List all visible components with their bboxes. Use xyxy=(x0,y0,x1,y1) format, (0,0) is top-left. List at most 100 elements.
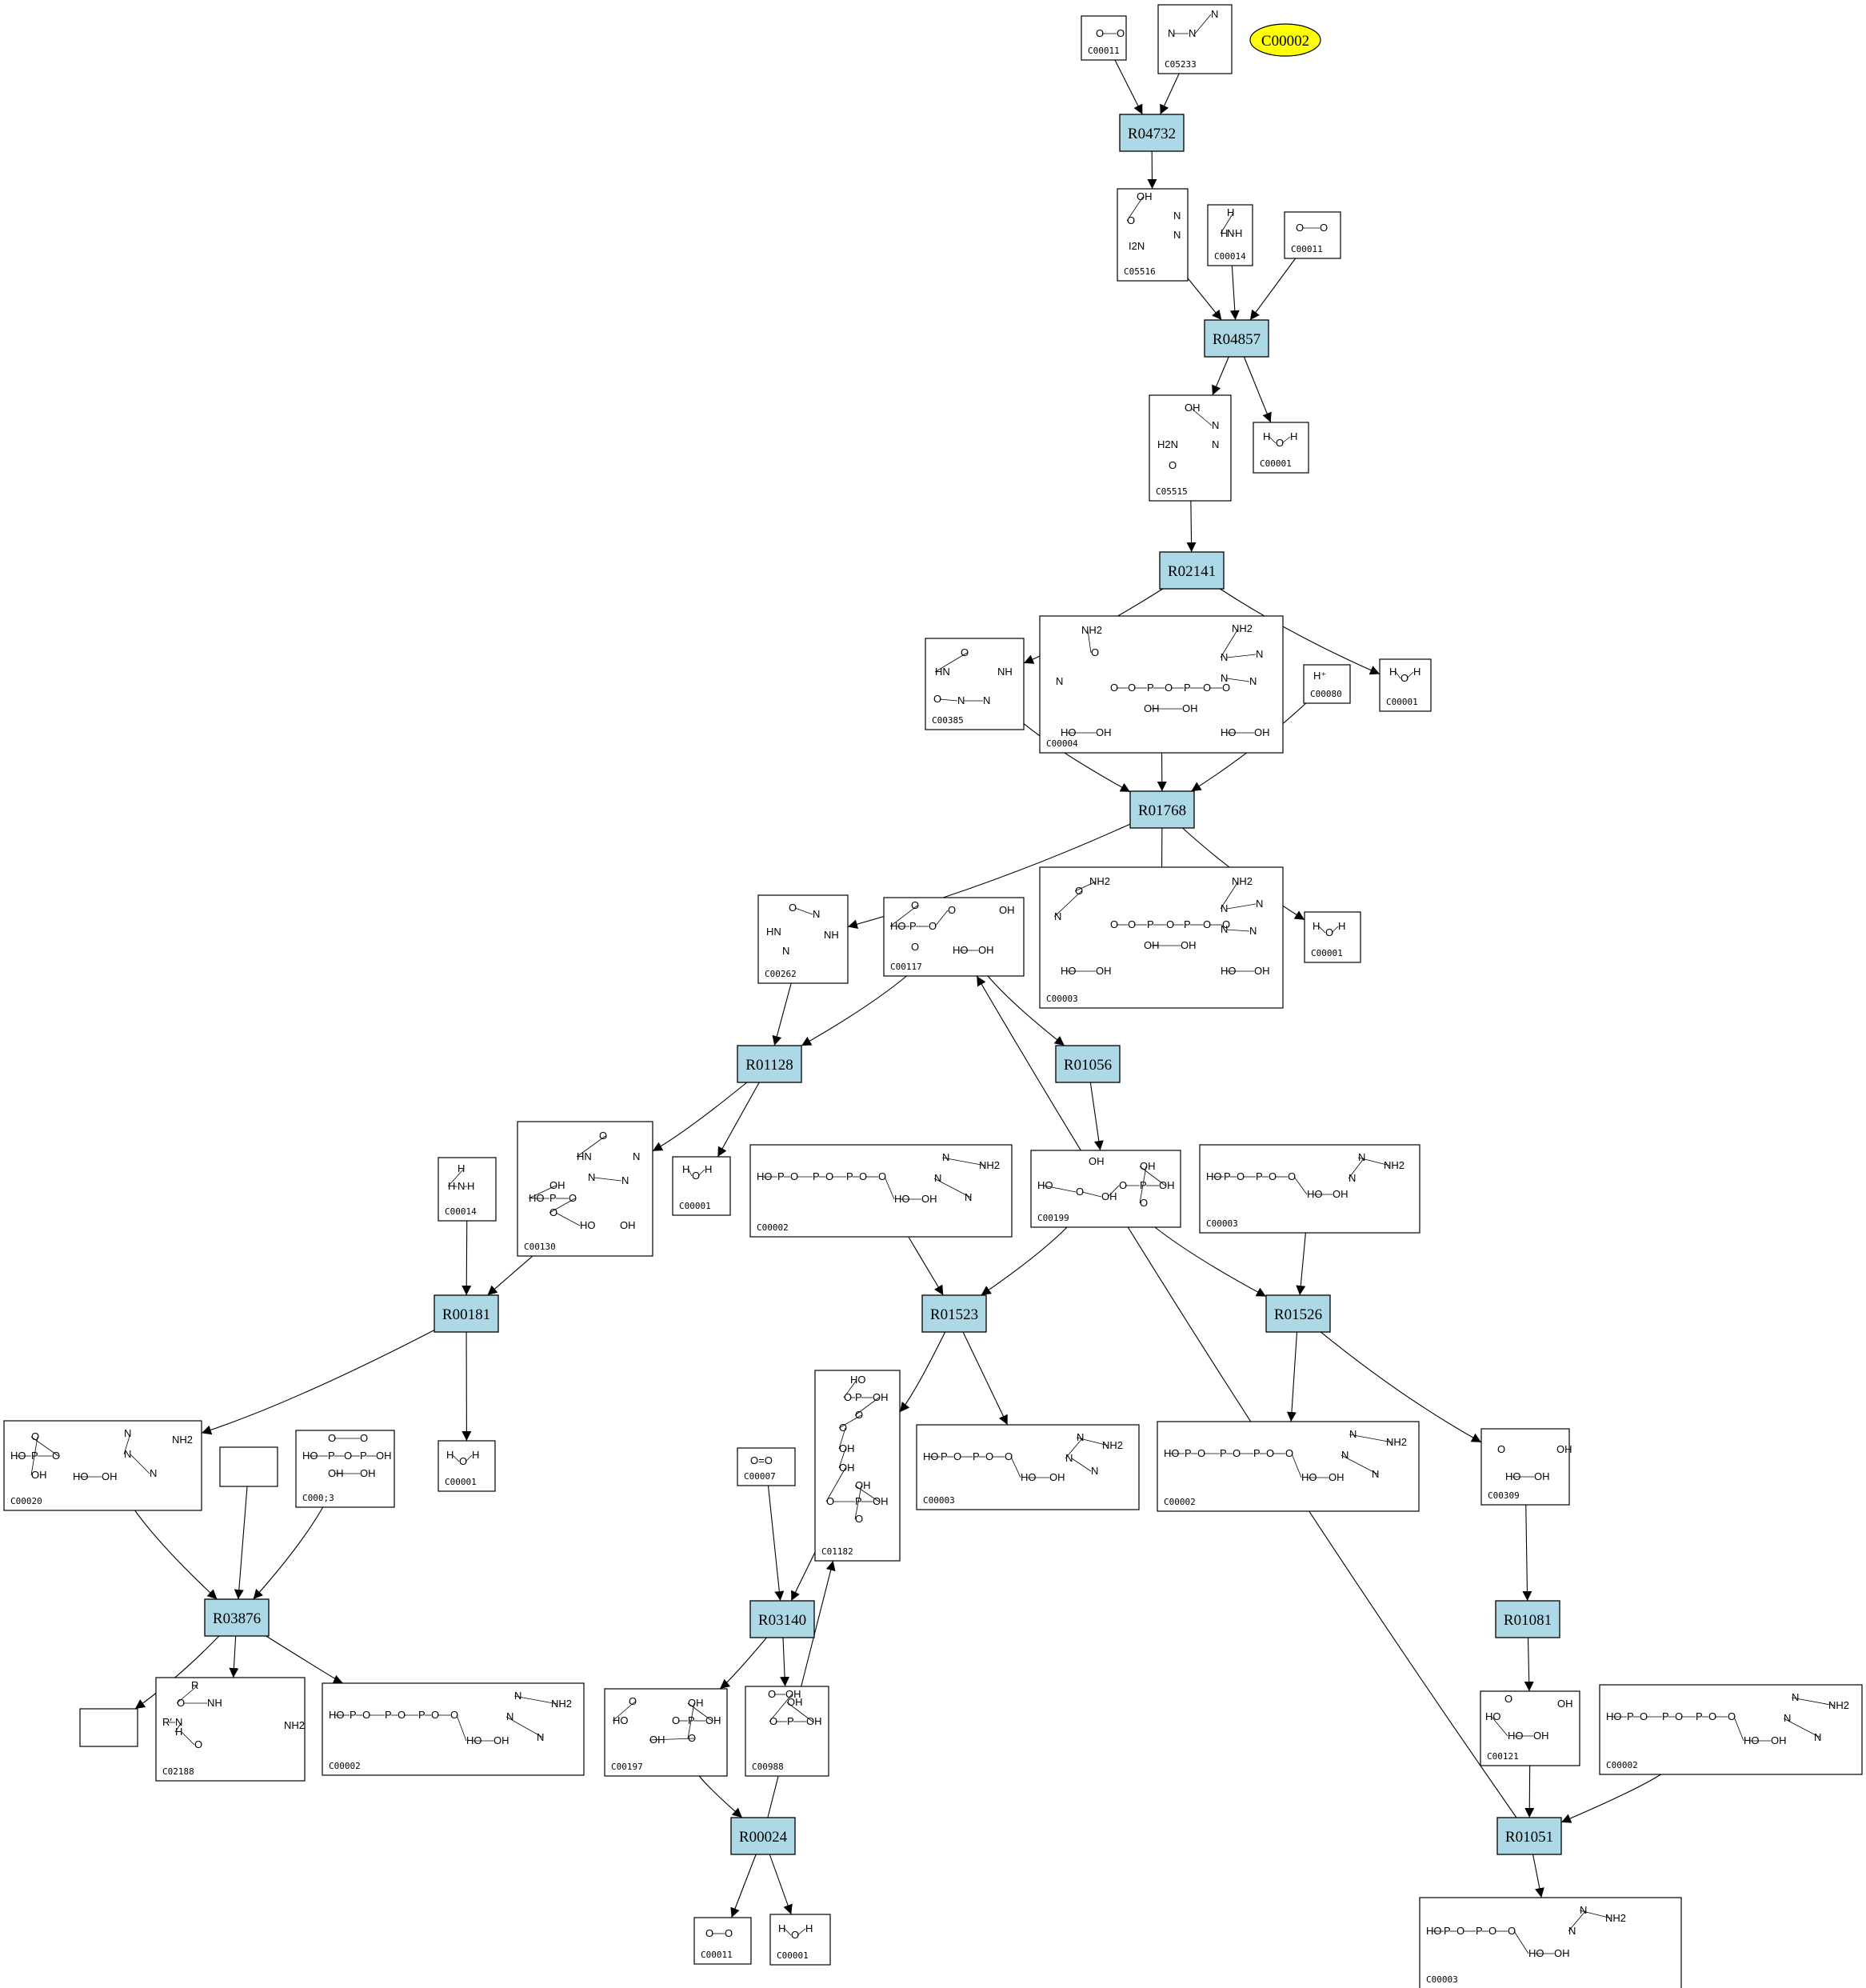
compound-node-c33[interactable] xyxy=(79,1708,138,1747)
reaction-node-r01081[interactable]: R01081 xyxy=(1495,1600,1560,1638)
atom-label: NH2 xyxy=(284,1719,305,1731)
edge-r01523-to-c26 xyxy=(899,1331,946,1413)
reaction-node-r00181[interactable]: R00181 xyxy=(434,1294,499,1333)
atom-label: N xyxy=(1221,651,1228,663)
atom-label: O xyxy=(1233,1447,1241,1459)
reaction-node-r03140[interactable]: R03140 xyxy=(749,1600,815,1638)
atom-label: P xyxy=(385,1709,392,1721)
atom-label: N xyxy=(1221,672,1228,684)
atom-label: H xyxy=(682,1163,689,1175)
seed-node[interactable]: C00002 xyxy=(1249,23,1321,57)
atom-label: OH xyxy=(1556,1443,1572,1455)
atom-label: N xyxy=(1227,227,1234,239)
reaction-node-r01768[interactable]: R01768 xyxy=(1129,790,1195,829)
atom-label: P xyxy=(1140,1179,1147,1191)
atom-label: O xyxy=(769,1715,777,1727)
compound-id-label: C00003 xyxy=(1046,994,1078,1004)
atom-label: H xyxy=(472,1449,479,1461)
reaction-node-r00024[interactable]: R00024 xyxy=(730,1817,796,1855)
reaction-node-r01128[interactable]: R01128 xyxy=(737,1045,802,1083)
structure-drawing: HOH xyxy=(1263,430,1297,449)
reaction-node-r04857[interactable]: R04857 xyxy=(1204,319,1269,358)
reaction-node-r02141[interactable]: R02141 xyxy=(1159,551,1225,590)
atom-label: N xyxy=(1054,910,1061,922)
edge-r00181-to-c22 xyxy=(201,1330,435,1435)
reaction-node-r01056[interactable]: R01056 xyxy=(1055,1045,1121,1083)
edge-c3-to-r04857 xyxy=(1187,278,1222,321)
reaction-node-r03876[interactable]: R03876 xyxy=(204,1598,270,1637)
atom-label: HN xyxy=(577,1150,592,1162)
reaction-node-r04732[interactable]: R04732 xyxy=(1119,114,1185,152)
reaction-node-r01523[interactable]: R01523 xyxy=(921,1294,987,1333)
reaction-node-r01526[interactable]: R01526 xyxy=(1265,1294,1331,1333)
structure-drawing: HOH xyxy=(1389,666,1420,684)
edge-c20-to-r01523 xyxy=(981,1226,1068,1296)
compound-id-label: C00003 xyxy=(923,1495,955,1506)
compound-id-label: C00001 xyxy=(679,1201,711,1211)
atom-label: N xyxy=(1221,902,1228,914)
compound-node-c23[interactable] xyxy=(219,1446,278,1487)
atom-label: OH xyxy=(493,1734,509,1746)
edge-r01128-to-c18 xyxy=(717,1082,760,1158)
atom-label: N xyxy=(957,694,965,706)
atom-label: P xyxy=(31,1450,38,1462)
compound-id-label: C01182 xyxy=(821,1546,853,1557)
atom-label: OH xyxy=(102,1470,118,1482)
atom-label: N xyxy=(621,1174,629,1186)
edge-c6-to-r02141 xyxy=(1186,500,1197,553)
atom-label: N xyxy=(813,908,820,920)
atom-label: HO xyxy=(1021,1471,1037,1483)
atom-label: HN xyxy=(935,666,950,678)
atom-label: O xyxy=(791,1929,799,1941)
reaction-label: R00181 xyxy=(442,1306,490,1323)
edge-c30-to-r03140 xyxy=(767,1485,785,1602)
atom-label: O xyxy=(705,1927,713,1939)
compound-node-c10[interactable]: H⁺C00080 xyxy=(1303,664,1351,704)
reaction-node-r01051[interactable]: R01051 xyxy=(1496,1817,1562,1855)
atom-label: HO xyxy=(890,920,906,932)
compound-id-label: C00001 xyxy=(777,1950,809,1961)
atom-label: P xyxy=(1627,1710,1634,1722)
atom-label: OH xyxy=(1096,965,1112,977)
